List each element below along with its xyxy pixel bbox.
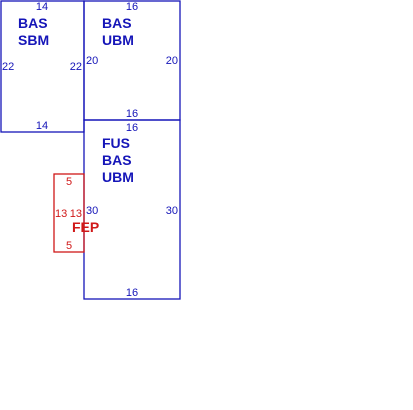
dimension-left: 30 xyxy=(86,205,98,217)
dimension-bottom: 16 xyxy=(126,287,138,299)
dimension-right: 22 xyxy=(70,61,82,73)
dimension-top: 16 xyxy=(126,122,138,134)
dimension-left: 22 xyxy=(2,61,14,73)
room-label-line: UBM xyxy=(102,32,134,48)
dimension-top: 14 xyxy=(36,1,48,13)
room-label-line: BAS xyxy=(102,152,132,168)
room-label-line: UBM xyxy=(102,169,134,185)
dimension-top: 16 xyxy=(126,1,138,13)
dimension-right: 30 xyxy=(166,205,178,217)
dimension-right: 20 xyxy=(166,55,178,67)
dimension-bottom: 5 xyxy=(66,240,72,252)
dimension-top: 5 xyxy=(66,176,72,188)
room-label-line: FEP xyxy=(72,219,99,235)
dimension-right: 13 xyxy=(70,208,82,220)
room-label-line: FUS xyxy=(102,135,130,151)
dimension-bottom: 14 xyxy=(36,120,48,132)
dimension-left: 13 xyxy=(55,208,67,220)
room-label-line: BAS xyxy=(102,15,132,31)
room-label-line: SBM xyxy=(18,32,49,48)
room-label-line: BAS xyxy=(18,15,48,31)
dimension-left: 20 xyxy=(86,55,98,67)
room-outline xyxy=(53,173,85,253)
dimension-bottom: 16 xyxy=(126,108,138,120)
